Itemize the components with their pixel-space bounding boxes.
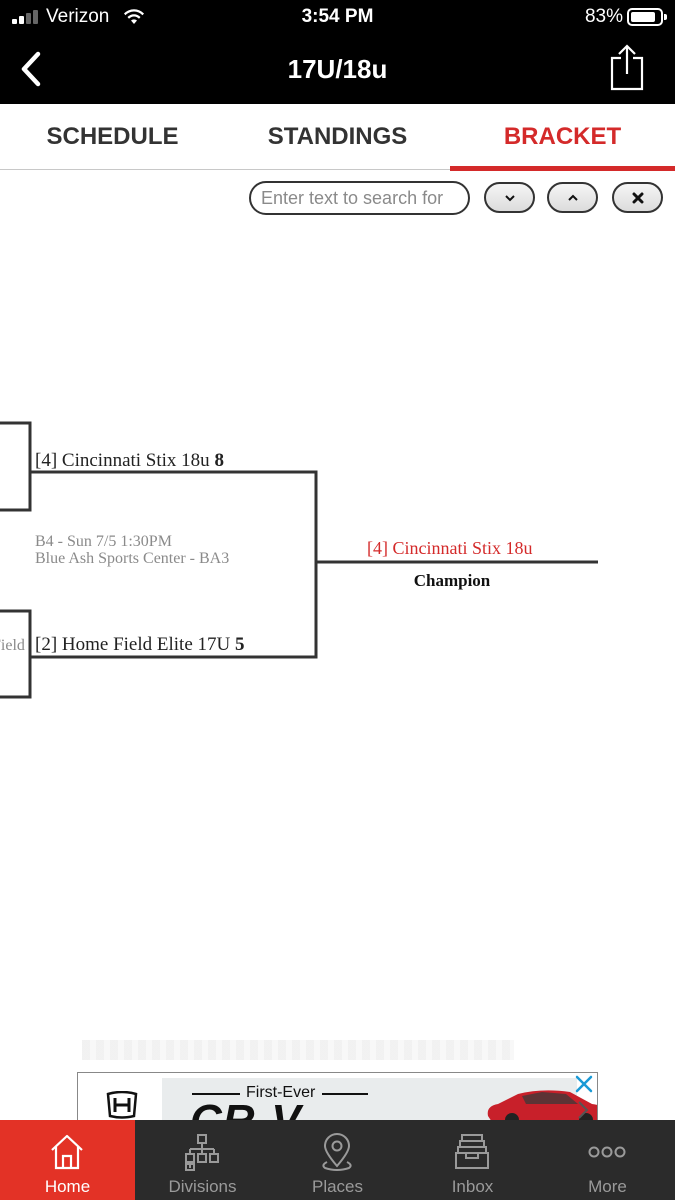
chevron-right-icon[interactable] [575,1099,591,1121]
share-icon [610,44,644,91]
clock: 3:54 PM [301,6,374,27]
ad-tagline: First-Ever [246,1084,316,1101]
ad-placeholder-strip [82,1040,514,1060]
battery-icon [627,8,667,26]
top-team-seed: [4] [35,450,57,471]
game-location: Blue Ash Sports Center - BA3 [35,550,229,567]
tab-bracket[interactable]: BRACKET [450,104,675,171]
ad-banner[interactable]: First-Ever CR-V [77,1072,598,1122]
tab-schedule[interactable]: SCHEDULE [46,123,179,150]
more-dots-icon [588,1146,626,1158]
champion-label: Champion [414,571,491,590]
bottom-team-score: 5 [235,634,245,655]
ad-creative: First-Ever CR-V [162,1078,597,1122]
search-input[interactable] [249,181,470,215]
wifi-icon [124,9,144,24]
car-image-icon [487,1090,597,1121]
page-title: 17U/18u [287,54,388,84]
location-pin-icon [322,1133,352,1171]
tab-standings[interactable]: STANDINGS [267,123,408,150]
tabbar-home[interactable]: Home [0,1120,135,1200]
top-team-score: 8 [214,450,224,471]
bottom-team-seed: [2] [35,634,57,655]
home-icon [51,1134,83,1170]
ad-headline: CR-V [190,1096,302,1122]
bracket-connector [30,470,318,659]
tabbar-inbox-label: Inbox [451,1177,494,1196]
battery-percent: 83% [584,6,623,27]
tabbar-inbox[interactable]: Inbox [405,1120,540,1200]
hierarchy-icon [185,1134,219,1171]
previous-round-connector-bottom [0,609,32,699]
tabbar-places[interactable]: Places [270,1120,405,1200]
search-clear-button[interactable] [612,182,663,213]
champion-team[interactable]: [4] Cincinnati Stix 18u [367,538,533,558]
tabbar-divisions-label: Divisions [168,1177,237,1196]
honda-logo-icon [106,1091,138,1119]
nav-bar: 17U/18u [0,34,675,104]
share-button[interactable] [609,44,645,92]
top-team-name: Cincinnati Stix 18u [62,450,210,471]
search-next-button[interactable] [484,182,535,213]
signal-icon [12,10,42,24]
bracket: [4] Cincinnati Stix 18u 8 B4 - Sun 7/5 1… [0,421,598,699]
chevron-down-icon [504,194,515,201]
bottom-tab-bar: Home Divisions Places Inbox [0,1120,675,1200]
tabbar-more[interactable]: More [540,1120,675,1200]
previous-game-text: Field [0,637,25,654]
tabbar-home-label: Home [44,1177,91,1196]
inbox-icon [455,1134,489,1169]
tabbar-divisions[interactable]: Divisions [135,1120,270,1200]
bottom-team-entry[interactable]: [2] Home Field Elite 17U 5 [35,634,245,655]
tabbar-more-label: More [588,1177,627,1196]
previous-round-connector-top [0,421,32,512]
search-previous-button[interactable] [547,182,598,213]
carrier-name: Verizon [46,6,110,27]
ad-close-icon[interactable] [573,1073,595,1095]
bottom-team-name: Home Field Elite 17U [62,634,231,655]
tab-strip: SCHEDULE STANDINGS BRACKET [0,104,675,171]
game-label: B4 - Sun 7/5 1:30PM [35,533,172,550]
close-icon [632,192,643,203]
status-bar: Verizon 3:54 PM 83% [0,0,675,34]
back-button[interactable] [14,48,54,90]
top-team-entry[interactable]: [4] Cincinnati Stix 18u 8 [35,450,224,471]
tabbar-places-label: Places [311,1177,364,1196]
chevron-left-icon [21,51,41,87]
chevron-up-icon [567,194,578,201]
